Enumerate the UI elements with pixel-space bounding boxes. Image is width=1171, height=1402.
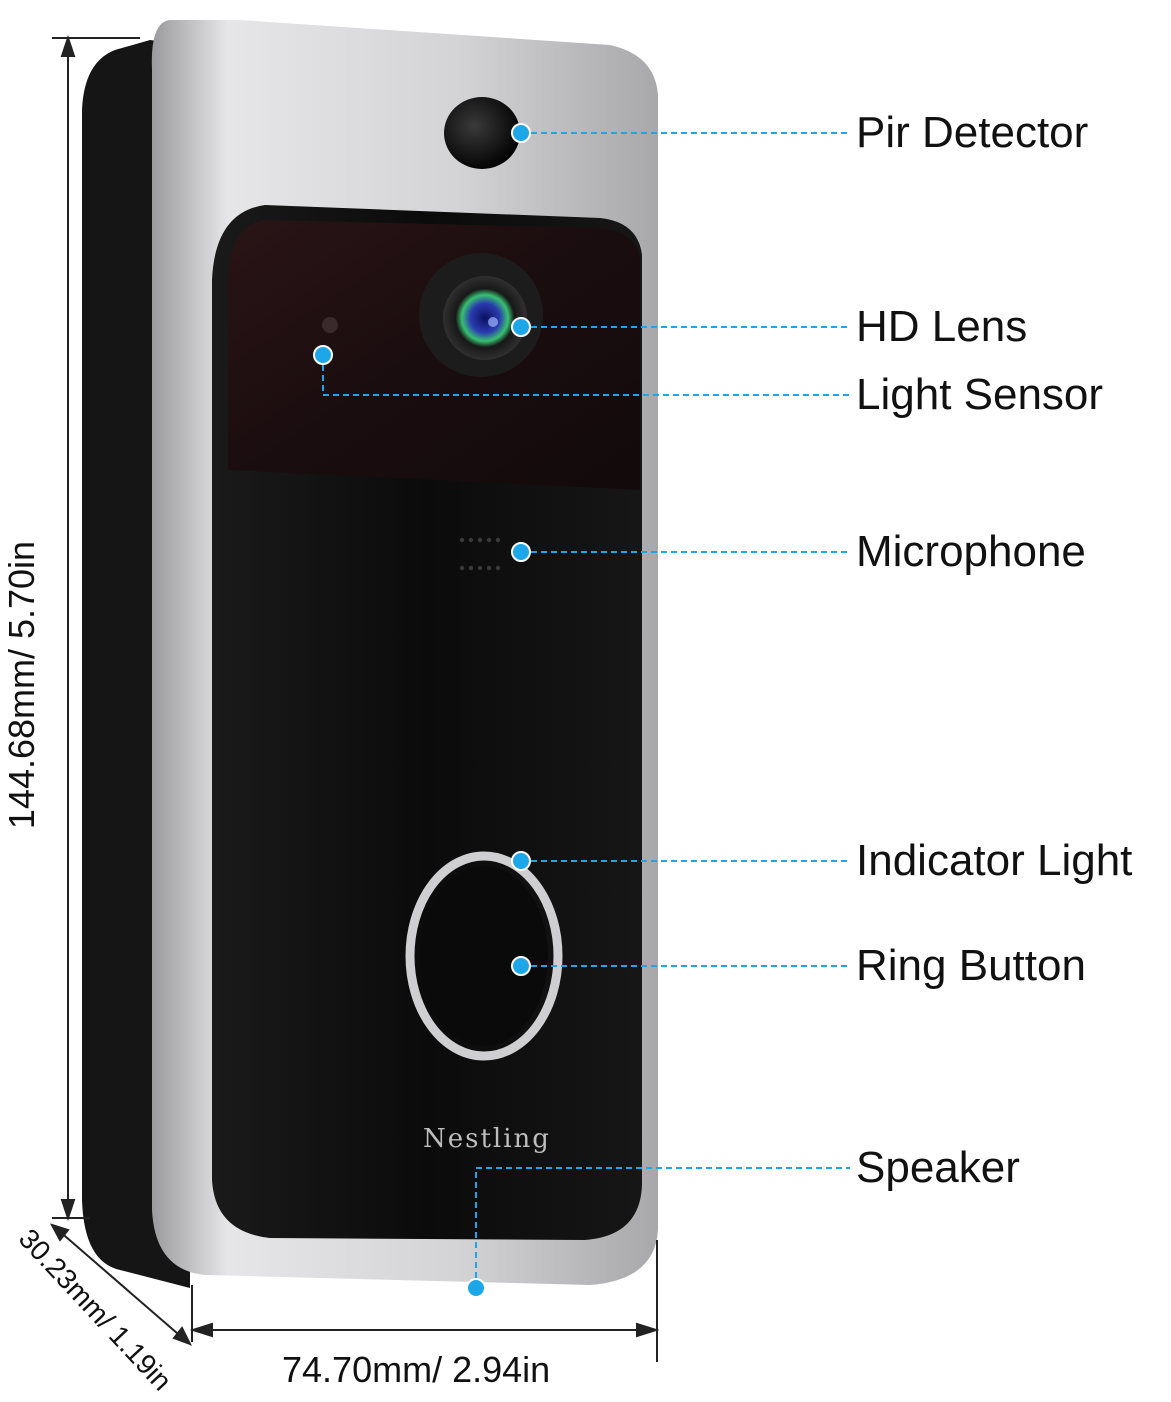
label-microphone: Microphone <box>856 527 1086 576</box>
camera-lens <box>443 276 527 360</box>
callout-lines <box>322 132 850 1288</box>
label-hd-lens: HD Lens <box>856 302 1028 351</box>
label-light-sensor: Light Sensor <box>856 370 1104 419</box>
ring-callout-dot <box>511 956 531 976</box>
lens-callout-dot <box>511 317 531 337</box>
microphone-holes <box>459 537 501 571</box>
label-pir-detector: Pir Detector <box>856 108 1089 157</box>
microphone-callout-dot <box>511 542 531 562</box>
ring-button-face <box>420 866 548 1046</box>
indicator-ring <box>405 851 563 1061</box>
light-sensor-callout-dot <box>313 345 333 365</box>
speaker-callout-dot <box>466 1278 486 1298</box>
dimension-lines <box>49 34 660 1362</box>
pir-callout-dot <box>511 123 531 143</box>
label-ring-button: Ring Button <box>856 941 1086 990</box>
indicator-callout-dot <box>511 851 531 871</box>
callout-dots <box>313 123 531 1298</box>
light-sensor-dot <box>322 317 338 333</box>
label-indicator-light: Indicator Light <box>856 836 1133 885</box>
lens-highlight <box>488 317 498 327</box>
width-dimension-label: 74.70mm/ 2.94in <box>282 1349 551 1390</box>
pir-detector-dome <box>444 97 520 169</box>
height-dimension-label: 144.68mm/ 5.70in <box>1 540 42 830</box>
brand-logo: Nestling <box>423 1124 551 1154</box>
label-speaker: Speaker <box>856 1143 1020 1192</box>
